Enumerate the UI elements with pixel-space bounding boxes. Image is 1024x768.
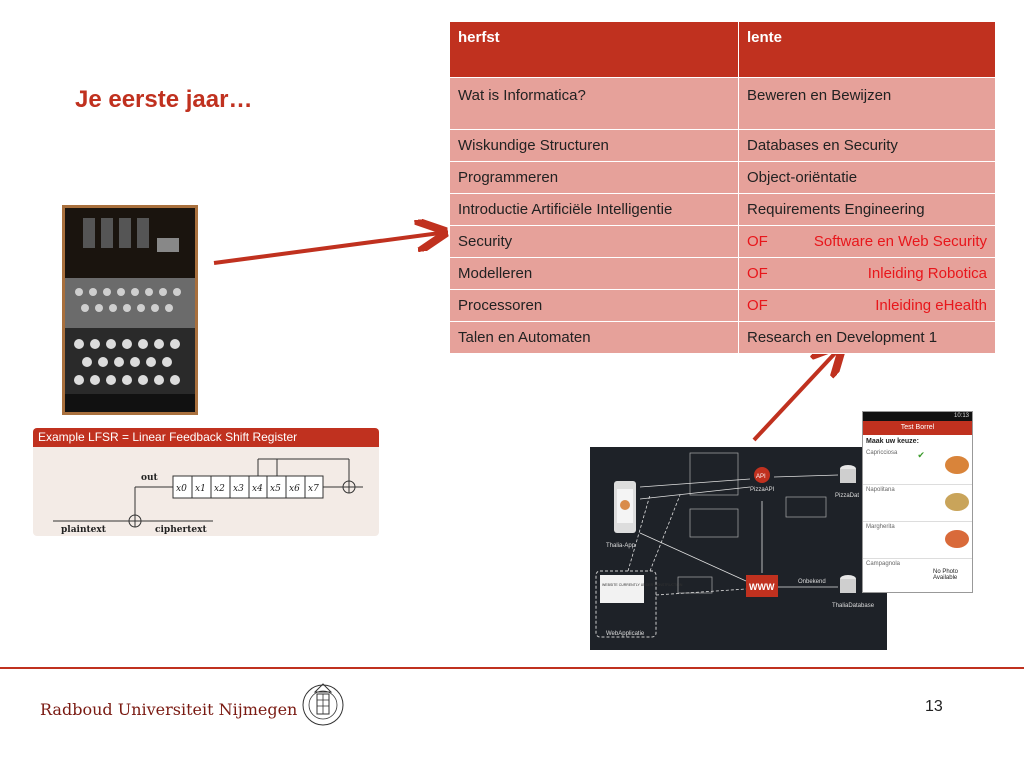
cell-lente: Requirements Engineering	[738, 193, 996, 226]
www-label: WWW	[749, 582, 775, 592]
lfsr-cell: x2	[214, 484, 225, 494]
phone-app-screenshot: 10:13 Test Borrel Maak uw keuze: Capricc…	[862, 411, 973, 593]
cell-lente: OF Software en Web Security	[738, 225, 996, 258]
db-bottom-label: ThaliaDatabase	[832, 603, 875, 609]
pizza-photo	[945, 493, 969, 511]
table-row: Talen en Automaten Research en Developme…	[449, 321, 996, 354]
api-icon	[754, 467, 770, 483]
cell-herfst: Processoren	[449, 289, 739, 322]
lfsr-diagram: Example LFSR = Linear Feedback Shift Reg…	[33, 428, 379, 536]
alt-course: Inleiding eHealth	[875, 297, 987, 314]
cell-herfst: Programmeren	[449, 161, 739, 194]
pizza-name: Campagnola	[866, 561, 901, 567]
university-name: Radboud Universiteit Nijmegen	[40, 700, 298, 719]
footer-divider	[0, 667, 1024, 669]
onbekend-label: Onbekend	[798, 579, 826, 585]
cell-lente: Object-oriëntatie	[738, 161, 996, 194]
of-label: OF	[747, 265, 768, 282]
cell-lente: Research en Development 1	[738, 321, 996, 354]
cell-lente: OF Inleiding Robotica	[738, 257, 996, 290]
page-number: 13	[925, 698, 943, 715]
db-top-label: PizzaDat	[835, 493, 859, 499]
phone-status-bar: 10:13	[863, 412, 972, 421]
lfsr-cell: x3	[233, 484, 244, 494]
cell-herfst: Introductie Artificiële Intelligentie	[449, 193, 739, 226]
table-row: Modelleren OF Inleiding Robotica	[449, 257, 996, 290]
construction-text: WEBSITE CURRENTLY UNDER CONSTRUCTION	[602, 583, 683, 587]
pizza-name: Capricciosa	[866, 450, 898, 456]
lfsr-plaintext-label: plaintext	[61, 525, 107, 535]
lfsr-cell: x6	[289, 484, 300, 494]
cell-herfst: Modelleren	[449, 257, 739, 290]
construction-sign	[600, 575, 644, 603]
www-icon	[746, 575, 778, 597]
university-seal-icon	[302, 683, 344, 726]
arrow-app-to-research	[752, 350, 838, 442]
cell-herfst: Security	[449, 225, 739, 258]
of-label: OF	[747, 297, 768, 314]
lfsr-out-label: out	[141, 473, 159, 483]
list-item[interactable]: Napolitana	[863, 485, 972, 522]
lfsr-ciphertext-label: ciphertext	[155, 525, 207, 535]
header-herfst: herfst	[449, 21, 739, 78]
pizza-name: Napolitana	[866, 487, 895, 493]
cell-lente: Beweren en Bewijzen	[738, 77, 996, 130]
slide-title: Je eerste jaar…	[75, 86, 253, 113]
cell-lente: OF Inleiding eHealth	[738, 289, 996, 322]
table-row: Processoren OF Inleiding eHealth	[449, 289, 996, 322]
lfsr-cell: x1	[195, 484, 206, 494]
check-icon: ✔	[917, 450, 925, 460]
alt-course: Software en Web Security	[813, 233, 987, 250]
lfsr-cell: x0	[176, 484, 187, 494]
phone-prompt: Maak uw keuze:	[866, 438, 919, 445]
architecture-diagram: Thalia-App API PizzaAPI PizzaDat WEBSITE…	[590, 447, 887, 650]
list-item[interactable]: Capricciosa ✔	[863, 448, 972, 485]
arrow-enigma-to-security	[213, 233, 440, 265]
phone-app-title: Test Borrel	[863, 421, 972, 435]
pizza-photo	[945, 530, 969, 548]
lfsr-cells: x0 x1 x2 x3 x4 x5 x6 x7	[176, 484, 319, 494]
cell-herfst: Talen en Automaten	[449, 321, 739, 354]
table-row: Wat is Informatica? Beweren en Bewijzen	[449, 77, 996, 130]
lfsr-cell: x7	[308, 484, 319, 494]
pizza-photo	[945, 456, 969, 474]
cell-herfst: Wiskundige Structuren	[449, 129, 739, 162]
lfsr-cell: x4	[252, 484, 263, 494]
lfsr-cell: x5	[270, 484, 281, 494]
cell-lente: Databases en Security	[738, 129, 996, 162]
header-lente: lente	[738, 21, 996, 78]
api-label: PizzaAPI	[750, 487, 775, 493]
lfsr-schematic: x0 x1 x2 x3 x4 x5 x6 x7 out plaintext ci…	[53, 458, 363, 535]
app-label: Thalia-App	[606, 543, 636, 549]
table-row: Programmeren Object-oriëntatie	[449, 161, 996, 194]
web-label: WebApplicatie	[606, 631, 645, 637]
table-header-row: herfst lente	[449, 21, 996, 78]
enigma-machine-image	[62, 205, 198, 415]
course-table: herfst lente Wat is Informatica? Beweren…	[449, 21, 996, 354]
table-row: Introductie Artificiële Intelligentie Re…	[449, 193, 996, 226]
of-label: OF	[747, 233, 768, 250]
api-badge: API	[756, 474, 766, 480]
table-row: Security OF Software en Web Security	[449, 225, 996, 258]
enigma-illustration	[65, 208, 195, 412]
architecture-schematic: Thalia-App API PizzaAPI PizzaDat WEBSITE…	[590, 447, 887, 650]
cell-herfst: Wat is Informatica?	[449, 77, 739, 130]
list-item[interactable]: Campagnola No Photo Available	[863, 559, 972, 591]
table-row: Wiskundige Structuren Databases en Secur…	[449, 129, 996, 162]
lfsr-title: Example LFSR = Linear Feedback Shift Reg…	[33, 428, 379, 447]
list-item[interactable]: Margherita	[863, 522, 972, 559]
pizza-name: Margherita	[866, 524, 895, 530]
alt-course: Inleiding Robotica	[867, 265, 987, 282]
no-photo-label: No Photo Available	[933, 569, 959, 581]
